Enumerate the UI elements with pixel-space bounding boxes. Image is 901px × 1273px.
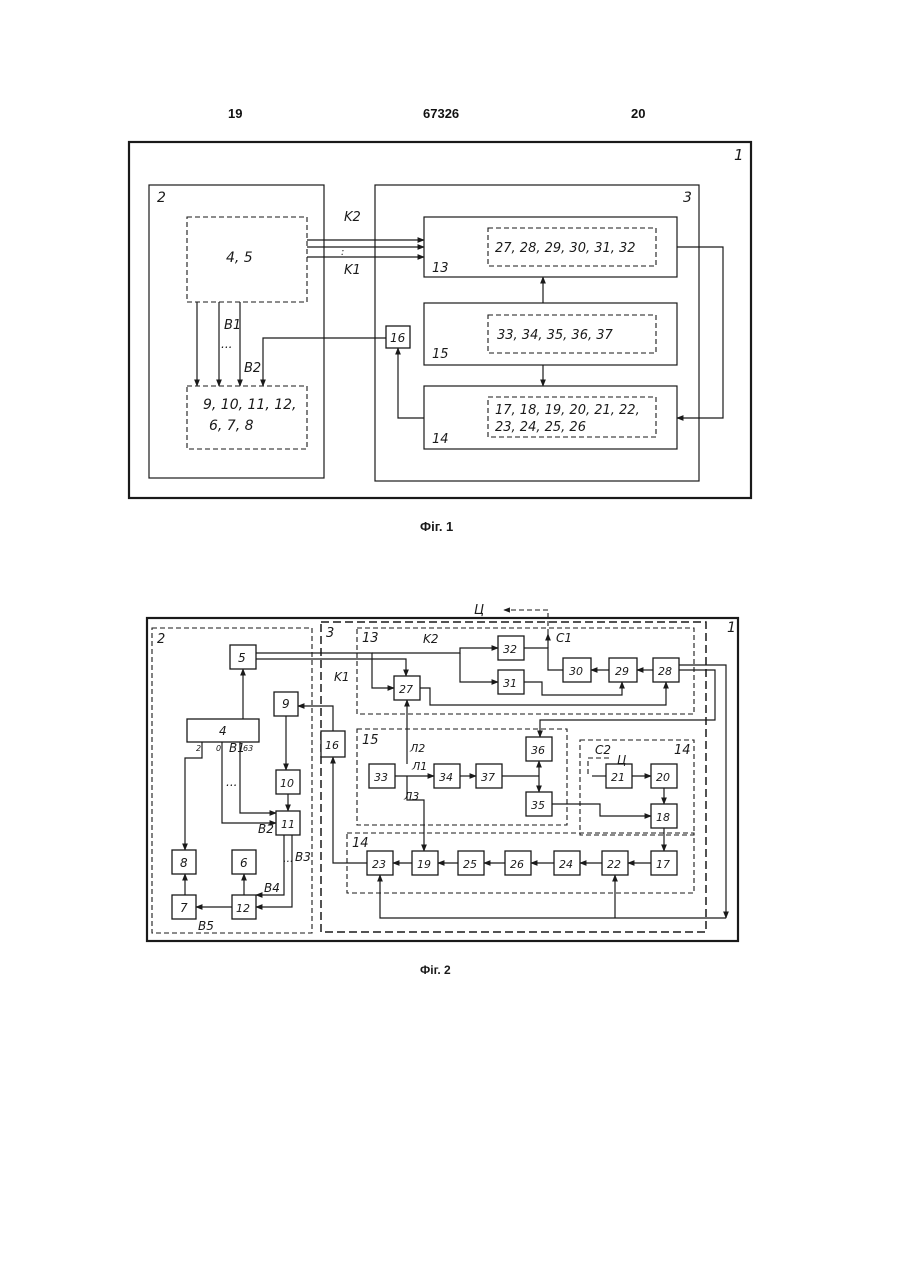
fig2-num-25: 25 <box>463 858 477 871</box>
fig2-arrow-16-to-9 <box>298 706 333 731</box>
fig1-label-k1: K1 <box>344 263 361 278</box>
fig2-num-24: 24 <box>559 858 573 871</box>
fig2-num-35: 35 <box>531 799 545 812</box>
fig1-dots-k: : <box>341 247 344 258</box>
fig2-num-31: 31 <box>503 677 517 690</box>
fig2-num-32: 32 <box>503 643 517 656</box>
fig2-arrow-27-to-28 <box>420 682 666 705</box>
fig2-label-c2: C2 <box>595 743 611 757</box>
fig2-num-37: 37 <box>481 771 495 784</box>
fig2-num-9: 9 <box>282 697 290 711</box>
fig1-label-14: 14 <box>432 432 449 447</box>
fig2-k2-line <box>256 659 406 676</box>
fig2-label-ts-top: Ц <box>474 603 484 618</box>
fig2-right-down-line <box>679 665 726 918</box>
fig2-num-30: 30 <box>569 665 583 678</box>
fig1-label-15: 15 <box>432 347 449 362</box>
figure-1: 1 2 3 4, 5 9, 10, 11, 12, 6, 7, 8 B1 ...… <box>129 142 751 534</box>
fig2-num-6: 6 <box>240 856 248 870</box>
fig2-arrow-to-31 <box>460 653 498 682</box>
fig2-label-13: 13 <box>362 631 379 646</box>
fig2-k1-line <box>256 653 394 688</box>
fig1-arrow-14-to-16 <box>398 348 424 418</box>
figure-2: 1 2 3 13 15 14 14 <box>147 603 738 941</box>
fig2-label-l2: Л2 <box>409 742 425 755</box>
fig2-num-8: 8 <box>180 856 188 870</box>
fig2-num-27: 27 <box>399 683 413 696</box>
fig2-num-20: 20 <box>656 771 670 784</box>
fig2-port-0-4: 0 <box>216 744 221 753</box>
fig2-arrow-l3 <box>407 776 424 851</box>
fig2-label-3: 3 <box>326 626 334 641</box>
fig2-arrow-4-to-8 <box>185 742 202 850</box>
fig1-arrow-13-to-14 <box>677 247 723 418</box>
fig2-port-2-4: 2 <box>196 744 201 753</box>
fig1-content-14-2: 23, 24, 25, 26 <box>495 420 586 435</box>
fig1-label-3: 3 <box>683 190 692 206</box>
fig1-label-b1: B1 <box>224 318 241 333</box>
fig2-label-b4: B4 <box>264 881 280 895</box>
fig1-content-13: 27, 28, 29, 30, 31, 32 <box>495 241 636 256</box>
fig1-label-16: 16 <box>390 331 406 345</box>
fig2-label-l1: Л1 <box>411 760 427 773</box>
fig2-arrow-to-32 <box>372 648 498 653</box>
fig2-caption: Фіг. 2 <box>420 963 451 977</box>
fig2-dots-b3: ... <box>283 852 294 865</box>
fig2-label-b3: B3 <box>295 850 311 864</box>
fig2-num-22: 22 <box>607 858 621 871</box>
fig2-num-16: 16 <box>325 739 339 752</box>
fig2-num-4: 4 <box>219 724 227 738</box>
fig2-num-29: 29 <box>615 665 629 678</box>
fig2-label-c1: C1 <box>556 631 572 645</box>
fig2-label-b2: B2 <box>258 822 274 836</box>
fig2-num-17: 17 <box>656 858 670 871</box>
fig1-content-lower-2: 6, 7, 8 <box>209 418 254 434</box>
fig2-arrow-31-to-29 <box>524 682 622 695</box>
fig2-num-23: 23 <box>372 858 386 871</box>
fig2-num-26: 26 <box>510 858 524 871</box>
fig2-label-l3: Л3 <box>403 790 419 803</box>
fig1-content-4-5: 4, 5 <box>226 250 253 266</box>
fig2-num-21: 21 <box>611 771 625 784</box>
fig2-num-36: 36 <box>531 744 545 757</box>
fig2-num-28: 28 <box>658 665 672 678</box>
fig2-num-7: 7 <box>180 901 188 915</box>
fig2-line-32-30 <box>524 648 563 670</box>
fig2-num-18: 18 <box>656 811 670 824</box>
fig1-label-k2: K2 <box>344 210 361 225</box>
fig2-label-15: 15 <box>362 733 379 748</box>
fig1-caption: Фіг. 1 <box>420 519 453 534</box>
fig2-num-34: 34 <box>439 771 453 784</box>
fig1-content-14-1: 17, 18, 19, 20, 21, 22, <box>495 403 640 418</box>
fig2-port-63-4: 63 <box>243 744 253 753</box>
fig1-content-15: 33, 34, 35, 36, 37 <box>497 328 613 343</box>
fig2-arrow-bus-to-23 <box>380 875 726 918</box>
fig2-label-ts-mid: Ц <box>617 753 626 767</box>
fig2-dots-b1: ... <box>226 775 237 789</box>
fig2-label-outer: 1 <box>727 620 736 636</box>
fig1-content-lower-1: 9, 10, 11, 12, <box>203 397 297 413</box>
fig1-label-outer: 1 <box>734 146 744 164</box>
fig2-num-33: 33 <box>374 771 388 784</box>
fig2-num-19: 19 <box>417 858 431 871</box>
fig2-label-b5: B5 <box>198 919 214 933</box>
fig2-label-14b: 14 <box>352 836 369 851</box>
fig2-label-k2: K2 <box>423 632 439 646</box>
fig2-num-5: 5 <box>238 651 246 665</box>
fig2-label-2: 2 <box>157 632 165 647</box>
fig1-label-2: 2 <box>157 190 166 206</box>
fig2-num-10: 10 <box>280 777 294 790</box>
fig2-num-11: 11 <box>281 818 295 831</box>
fig1-dots-b: ... <box>221 337 232 351</box>
fig1-label-b2: B2 <box>244 361 261 376</box>
fig2-label-14a: 14 <box>674 743 691 758</box>
fig2-arrow-11-to-12-b <box>256 835 292 907</box>
fig2-label-k1: K1 <box>334 670 350 684</box>
fig2-num-12: 12 <box>236 902 250 915</box>
fig1-label-13: 13 <box>432 261 449 276</box>
